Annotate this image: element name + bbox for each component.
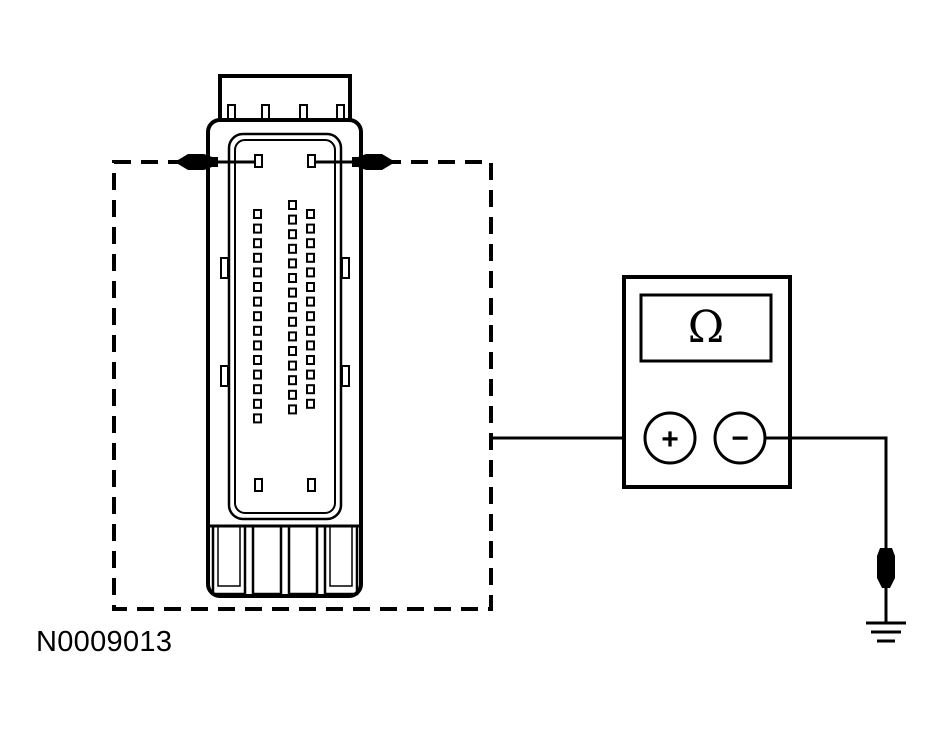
connector-pin xyxy=(253,384,262,395)
pin-column-right xyxy=(306,209,315,409)
connector-pin xyxy=(306,369,315,380)
connector-pin-top-left xyxy=(254,154,263,168)
connector-pin xyxy=(253,267,262,278)
connector-pin xyxy=(288,258,297,269)
connector-pin xyxy=(253,398,262,409)
ohmmeter: Ω + − xyxy=(622,275,792,489)
connector-pin xyxy=(306,325,315,336)
connector-pin xyxy=(253,369,262,380)
connector-pin xyxy=(288,389,297,400)
connector-pin xyxy=(306,282,315,292)
connector-pin xyxy=(288,360,297,371)
connector-pin xyxy=(306,384,315,395)
probe-right xyxy=(314,154,392,170)
connector-pin xyxy=(306,267,315,278)
connector-pin xyxy=(253,252,262,263)
wire-to-ground xyxy=(765,436,888,548)
connector-pin xyxy=(253,296,262,307)
connector-pin xyxy=(288,316,297,327)
connector-pin xyxy=(306,252,315,263)
dashed-boundary xyxy=(112,160,493,611)
connector-pin xyxy=(288,302,297,313)
connector-pin xyxy=(253,223,262,234)
connector-pin xyxy=(253,355,262,365)
connector-pin xyxy=(253,325,262,336)
negative-label: − xyxy=(731,422,749,455)
positive-label: + xyxy=(661,423,679,456)
connector-pin xyxy=(288,214,297,225)
connector-pin xyxy=(306,311,315,322)
connector-pin xyxy=(253,282,262,292)
connector-pin xyxy=(306,355,315,365)
connector-pin xyxy=(306,398,315,409)
ohm-symbol-icon: Ω xyxy=(688,302,724,353)
connector-pin xyxy=(288,229,297,240)
ground-icon xyxy=(866,621,906,643)
connector-pin xyxy=(306,340,315,351)
positive-terminal xyxy=(643,411,697,465)
connector-pin xyxy=(306,296,315,307)
ohmmeter-display xyxy=(639,293,773,363)
pin-column-middle xyxy=(288,200,297,415)
connector-pin xyxy=(288,273,297,283)
connector-pin xyxy=(253,209,262,219)
connector-pin xyxy=(253,340,262,351)
connector-pin-face xyxy=(227,132,343,521)
module-connector xyxy=(206,74,363,598)
connector-pin xyxy=(288,331,297,342)
connector-pin xyxy=(288,404,297,415)
connector-pin xyxy=(253,311,262,322)
connector-pin xyxy=(253,413,262,424)
pin-column-left xyxy=(253,209,262,424)
connector-top-latch xyxy=(218,74,352,124)
connector-pin xyxy=(306,238,315,249)
ground-probe xyxy=(877,548,895,622)
probe-left xyxy=(178,154,256,170)
connector-pin xyxy=(288,200,297,210)
connector-pin-top-right xyxy=(307,154,316,168)
connector-pin xyxy=(306,209,315,219)
figure-id-label: N0009013 xyxy=(36,626,173,658)
connector-body xyxy=(206,118,363,598)
connector-pin xyxy=(253,238,262,249)
connector-pin xyxy=(288,375,297,386)
connector-pin xyxy=(288,243,297,254)
connector-pin xyxy=(288,287,297,298)
connector-pin xyxy=(306,223,315,234)
connector-pin xyxy=(288,346,297,356)
